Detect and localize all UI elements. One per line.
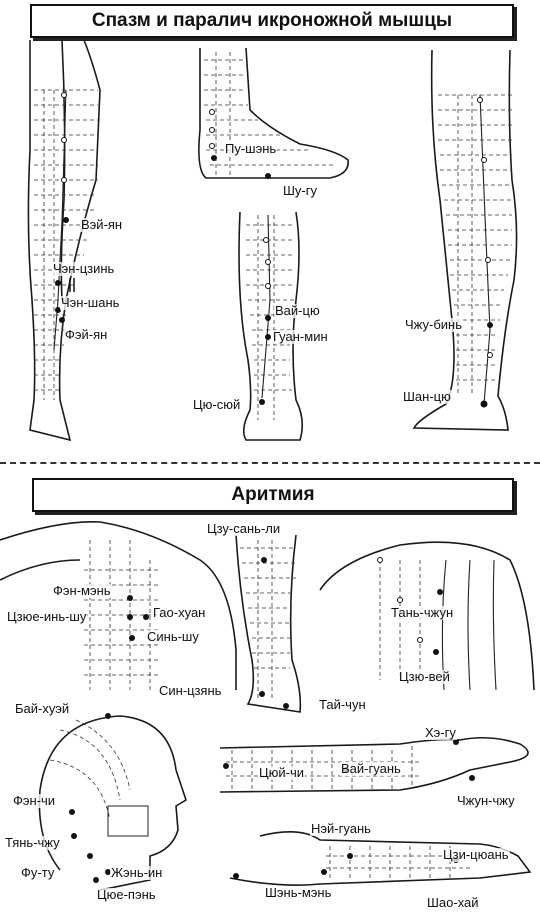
point-label-guan-min: Гуан-мин — [272, 329, 329, 344]
point-label-tan-chzhun: Тань-чжун — [390, 605, 455, 620]
point-label-tszi-tsyuan: Цзи-цюань — [442, 847, 510, 862]
head-side-view-illustration — [38, 713, 187, 891]
point-label-shen-men: Шэнь-мэнь — [264, 885, 333, 900]
point-label-shu-gu: Шу-гу — [282, 183, 318, 198]
point-label-tszyu-vey: Цзю-вей — [398, 669, 451, 684]
point-label-chzhun-chzhu: Чжун-чжу — [456, 793, 516, 808]
leg-back-view-illustration — [27, 39, 101, 442]
point-label-pu-shen: Пу-шэнь — [224, 141, 278, 156]
point-label-vay-guan: Вай-гуань — [340, 761, 402, 776]
point-label-tsyuy-chi: Цюй-чи — [258, 765, 305, 780]
point-label-tsyu-syuy: Цю-сюй — [192, 397, 242, 412]
point-label-sin-tszyan: Син-цзянь — [158, 683, 223, 698]
point-label-zhen-in: Жэнь-ин — [110, 865, 164, 880]
point-label-chzhu-bin: Чжу-бинь — [404, 317, 463, 332]
point-label-sin-shu: Синь-шу — [146, 629, 200, 644]
point-label-shan-tsyu: Шан-цю — [402, 389, 452, 404]
point-label-ney-guan: Нэй-гуань — [310, 821, 372, 836]
point-label-tszu-san-li: Цзу-сань-ли — [206, 521, 282, 536]
point-label-he-gu: Хэ-гу — [424, 725, 457, 740]
leg-medial-view-illustration — [412, 49, 518, 431]
upper-back-illustration — [0, 521, 237, 690]
point-label-tszyue-in-shu: Цзюе-инь-шу — [6, 609, 88, 624]
point-label-chzhen-tszin: Чэн-цзинь — [52, 261, 116, 276]
point-label-vey-yan: Вэй-ян — [80, 217, 124, 232]
spasm-section-title: Спазм и паралич икроножной мышцы — [30, 4, 514, 38]
chest-ribcage-illustration — [319, 541, 535, 691]
section-divider — [0, 462, 540, 464]
point-label-tay-chun: Тай-чун — [318, 697, 367, 712]
point-label-bay-huey: Бай-хуэй — [14, 701, 71, 716]
point-label-shao-hay: Шао-хай — [426, 895, 480, 910]
point-label-vay-tsyu: Вай-цю — [274, 303, 321, 318]
lower-leg-front-illustration — [235, 534, 302, 713]
point-label-tyan-chzhu: Тянь-чжу — [4, 835, 61, 850]
point-label-gao-huan: Гао-хуан — [152, 605, 207, 620]
point-label-fu-tu: Фу-ту — [20, 865, 56, 880]
point-label-fen-chi: Фэн-чи — [12, 793, 57, 808]
arrhythmia-section-title: Аритмия — [32, 478, 514, 512]
point-label-fey-yan: Фэй-ян — [64, 327, 109, 342]
leg-lateral-view-illustration — [238, 211, 304, 441]
point-label-chzhen-shan: Чэн-шань — [60, 295, 121, 310]
point-label-tsyue-pen: Цюе-пэнь — [96, 887, 157, 902]
point-label-fen-men: Фэн-мэнь — [52, 583, 112, 598]
foot-side-view-illustration — [198, 47, 349, 179]
